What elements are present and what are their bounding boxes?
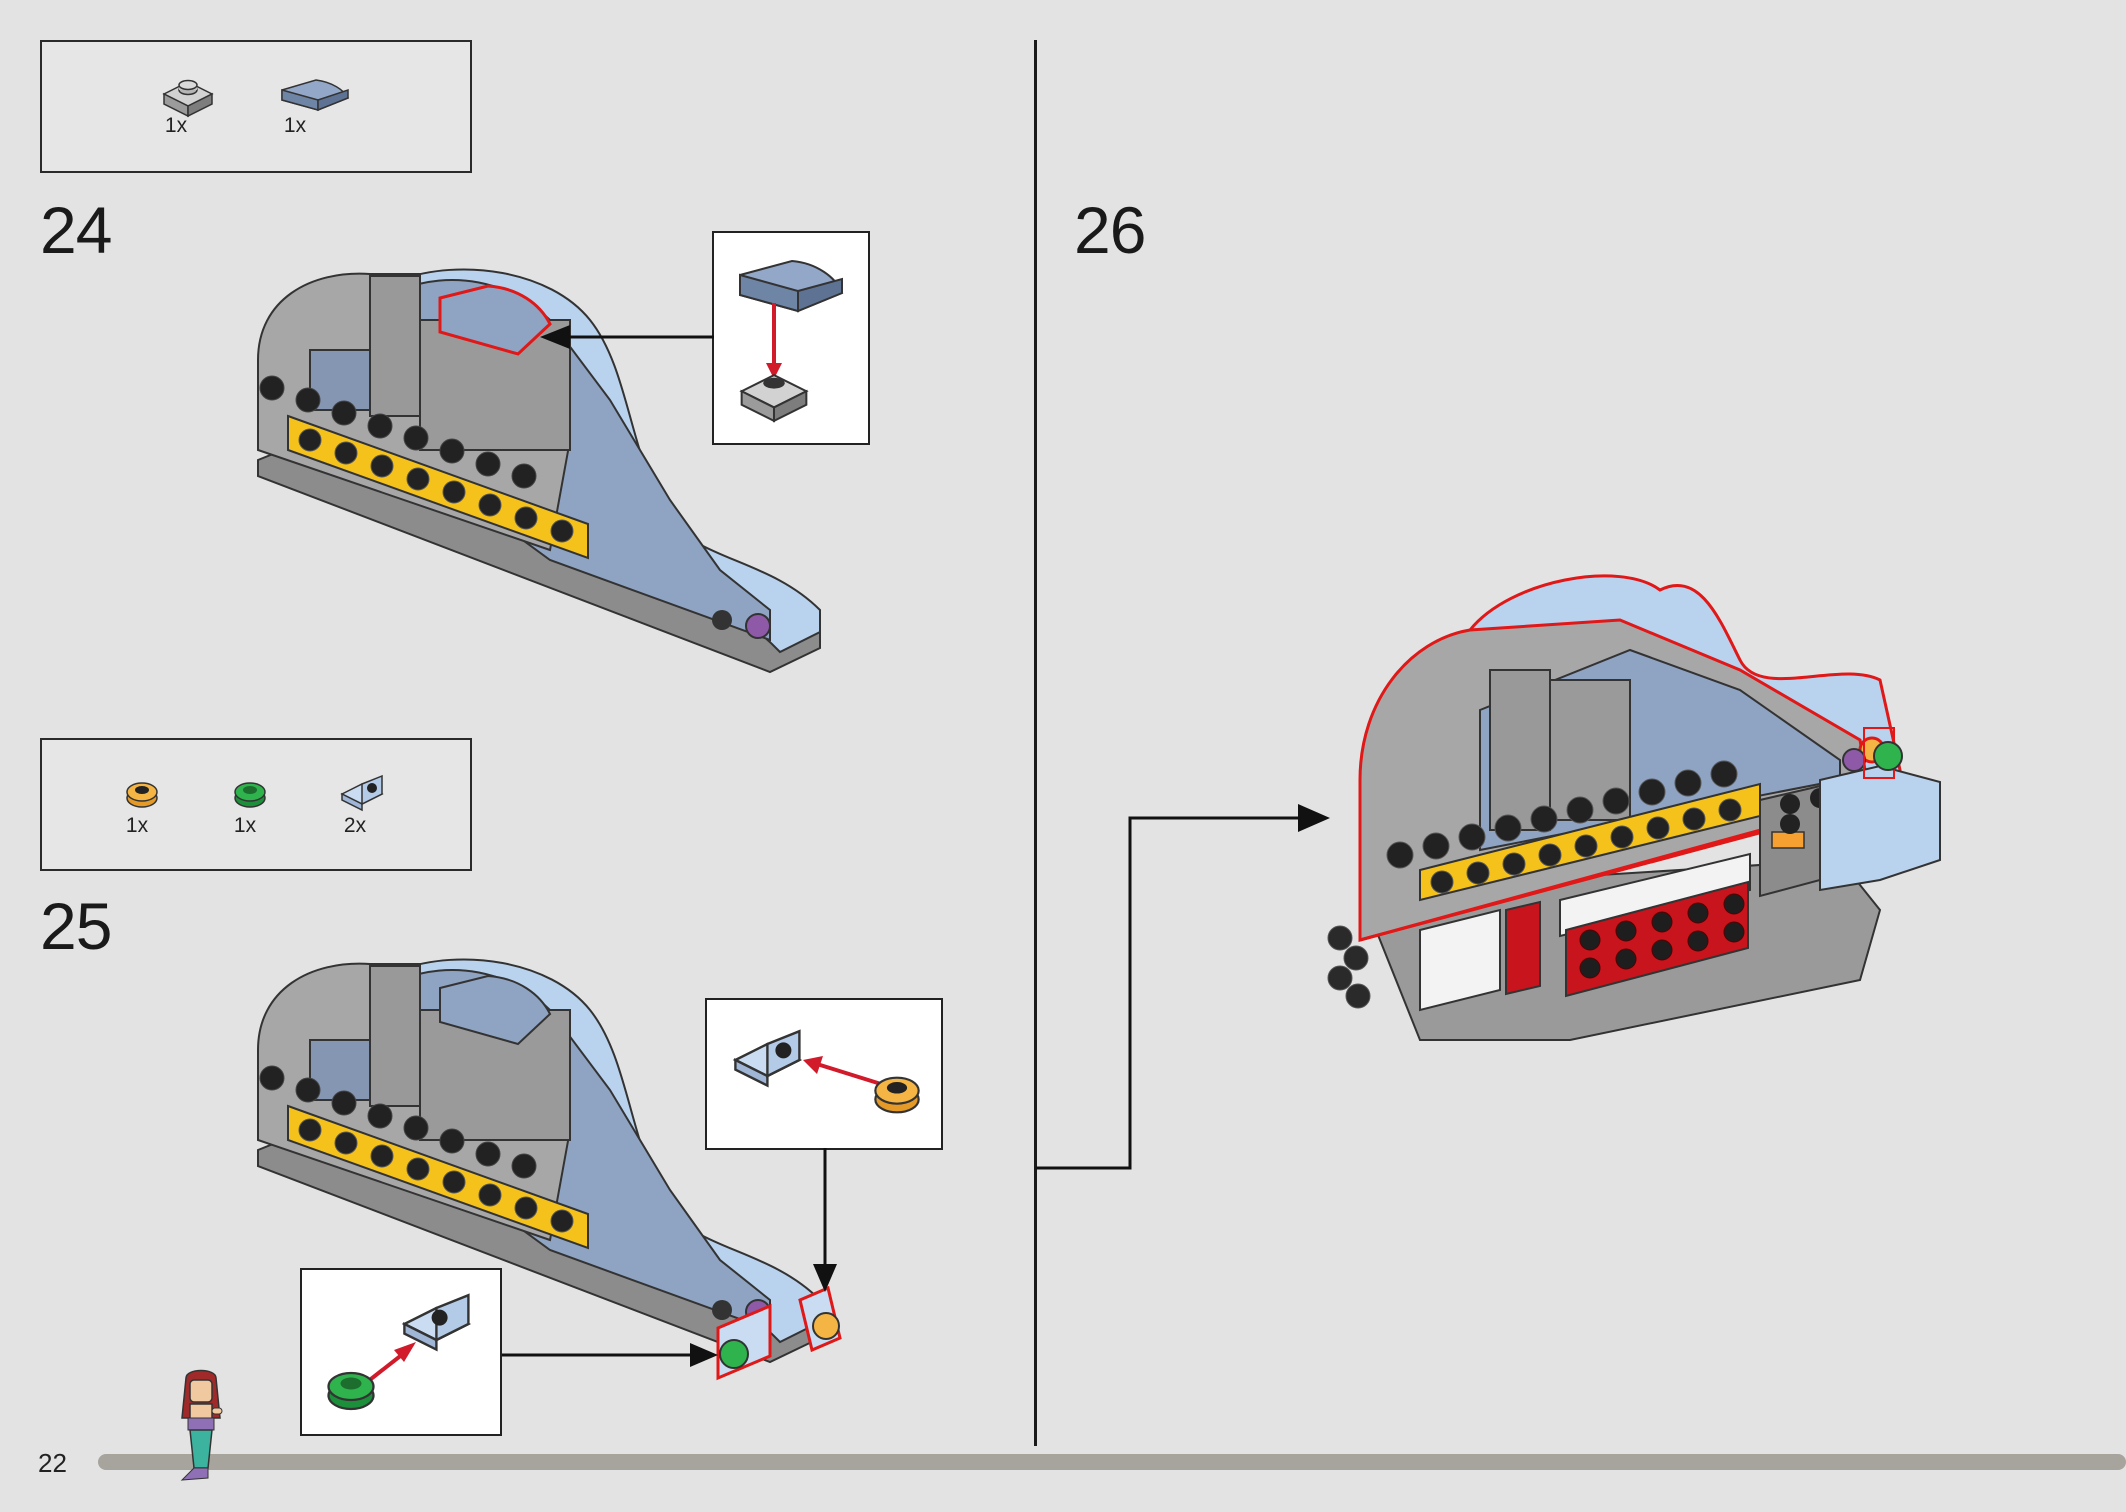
page-number: 22	[38, 1448, 67, 1478]
parts-list-step-25: 1x 1x 2x	[40, 738, 472, 871]
step-24-model	[257, 268, 821, 674]
blue-curved-slope-icon	[281, 79, 350, 112]
step-25-callout-green	[300, 1268, 502, 1436]
light-blue-bracket-icon	[340, 774, 384, 812]
part-qty: 1x	[125, 814, 149, 837]
callout-arrow	[813, 1148, 837, 1292]
step-26-model	[1327, 574, 1941, 1041]
subassembly-connector	[1036, 804, 1330, 1170]
step-25-model	[257, 958, 842, 1381]
step-number: 24	[40, 193, 112, 267]
orange-round-plate-icon	[874, 1076, 920, 1114]
grey-plate-1x1-icon	[162, 79, 214, 118]
step-number: 25	[40, 889, 112, 963]
light-blue-bracket-icon	[401, 1293, 472, 1352]
orange-round-plate-icon	[126, 782, 158, 808]
callout-arrow	[502, 1343, 718, 1367]
grey-plate-1x1-icon	[739, 373, 809, 423]
parts-list-step-24: 1x 1x	[40, 40, 472, 173]
insert-arrow	[803, 1056, 882, 1086]
page-divider	[1034, 40, 1037, 1446]
green-round-plate-icon	[234, 782, 266, 808]
part-qty: 1x	[283, 114, 307, 137]
blue-curved-slope-icon	[739, 259, 844, 313]
light-blue-bracket-icon	[732, 1029, 803, 1088]
insert-arrow	[766, 303, 782, 379]
step-24-callout	[712, 231, 870, 445]
green-round-plate-icon	[327, 1371, 375, 1411]
part-qty: 2x	[343, 814, 367, 837]
part-qty: 1x	[233, 814, 257, 837]
part-qty: 1x	[164, 114, 188, 137]
progress-bar	[98, 1454, 2126, 1470]
step-number: 26	[1074, 193, 1146, 267]
step-25-callout-orange	[705, 998, 943, 1150]
callout-arrow	[540, 325, 714, 349]
mermaid-figure-icon	[180, 1369, 223, 1481]
